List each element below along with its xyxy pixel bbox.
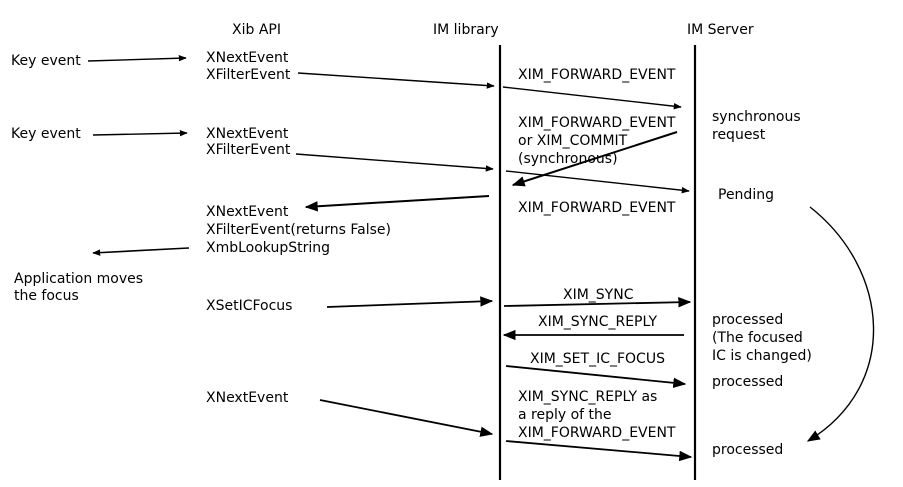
xlib-nextevent-label: XNextEvent bbox=[206, 390, 289, 406]
server-processed-2: processed bbox=[712, 374, 784, 390]
msg-forward-event-2: XIM_FORWARD_EVENT bbox=[518, 200, 676, 216]
xfilter-arrow-2 bbox=[295, 153, 494, 172]
server-processed-focus: processed (The focused IC is changed) bbox=[712, 312, 812, 364]
msg-xim-set-ic-focus: XIM_SET_IC_FOCUS bbox=[530, 351, 665, 367]
server-sync-request: synchronous request bbox=[712, 109, 801, 143]
fwd-event-arrow-2 bbox=[505, 170, 690, 194]
xfilter-arrow-1 bbox=[297, 72, 495, 89]
app-moves-focus-label: Application moves the focus bbox=[14, 271, 144, 304]
server-pending: Pending bbox=[718, 187, 774, 203]
xim-set-ic-focus-arrow bbox=[505, 365, 687, 389]
sync-reply-fwd-arrow bbox=[505, 440, 693, 462]
key-event-label-1: Key event bbox=[11, 53, 81, 69]
key-event-arrow-1 bbox=[87, 55, 187, 62]
xlib-block-3: XNextEvent XFilterEvent(returns False) X… bbox=[206, 204, 391, 256]
pending-curve bbox=[806, 206, 875, 442]
xlib-block-2: XNextEvent XFilterEvent bbox=[206, 126, 291, 158]
xlib-setfocus-label: XSetICFocus bbox=[206, 298, 293, 314]
return-arrow bbox=[304, 195, 490, 212]
lookup-return-arrow bbox=[92, 247, 190, 256]
msg-xim-sync-reply: XIM_SYNC_REPLY bbox=[538, 314, 657, 330]
nextevent-arrow bbox=[319, 399, 494, 437]
column-header-im-server: IM Server bbox=[687, 22, 754, 38]
key-event-arrow-2 bbox=[92, 129, 188, 137]
xim-sync-arrow bbox=[503, 297, 692, 308]
fwd-event-arrow-1 bbox=[502, 86, 682, 110]
column-header-im-library: IM library bbox=[433, 22, 499, 38]
column-header-xlib: Xib API bbox=[232, 22, 281, 38]
msg-forward-event-1: XIM_FORWARD_EVENT bbox=[518, 67, 676, 83]
setfocus-arrow bbox=[326, 296, 494, 308]
msg-xim-sync: XIM_SYNC bbox=[563, 287, 634, 303]
server-processed-3: processed bbox=[712, 442, 784, 458]
msg-forward-or-commit: XIM_FORWARD_EVENT or XIM_COMMIT (synchro… bbox=[518, 115, 676, 167]
fwd-commit-arrow bbox=[511, 131, 678, 187]
key-event-label-2: Key event bbox=[11, 126, 81, 142]
xlib-block-1: XNextEvent XFilterEvent bbox=[206, 50, 291, 83]
msg-sync-reply-forward: XIM_SYNC_REPLY as a reply of the XIM_FOR… bbox=[518, 389, 676, 441]
